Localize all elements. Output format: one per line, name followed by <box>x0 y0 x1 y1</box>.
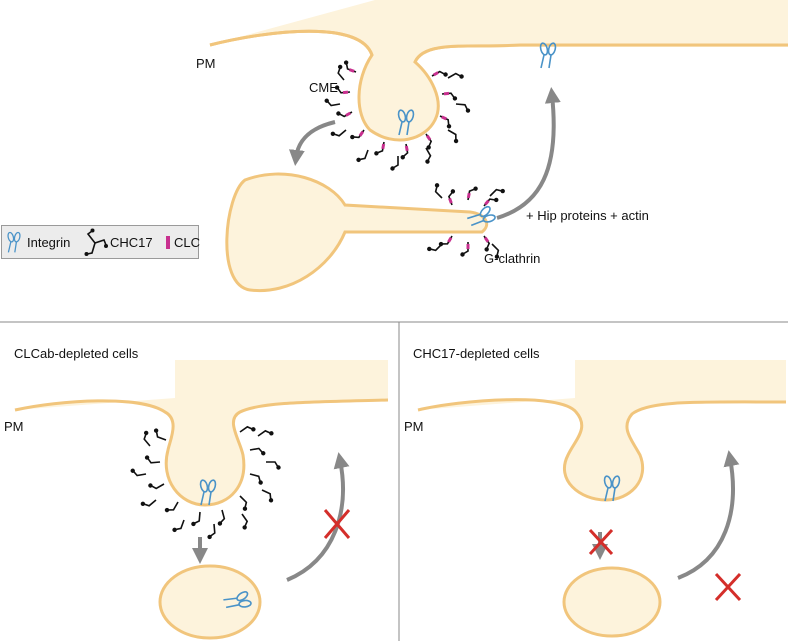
arrow-cme-to-tubule <box>288 120 336 166</box>
block-x-right-down <box>588 528 614 556</box>
legend-box: Integrin CHC17 CLC <box>1 225 201 259</box>
panel-left-title: CLCab-depleted cells <box>14 346 139 361</box>
pm-label-right: PM <box>404 419 424 434</box>
hip-proteins-label: + Hip proteins + actin <box>526 208 649 223</box>
plasma-membrane-left <box>14 360 389 507</box>
block-x-right <box>714 572 742 602</box>
integrin-icon <box>6 231 22 254</box>
arrow-recycling-left <box>286 452 350 582</box>
chc17-triskelion-icon <box>84 228 108 256</box>
legend-integrin-label: Integrin <box>27 235 71 250</box>
legend-chc17-label: CHC17 <box>110 235 153 250</box>
endosome-right <box>562 566 662 638</box>
g-clathrin-label: G-clathrin <box>484 251 541 266</box>
endosome-left <box>158 564 262 640</box>
arrow-recycling-right <box>677 450 740 580</box>
cme-label: CME <box>309 80 338 95</box>
tubular-endosome <box>225 172 489 293</box>
clc-bar-icon <box>166 236 170 249</box>
arrow-recycling-to-pm <box>496 87 561 220</box>
plasma-membrane-top <box>209 0 788 142</box>
pm-label-top: PM <box>196 56 216 71</box>
panel-right-title: CHC17-depleted cells <box>413 346 540 361</box>
block-x-left <box>323 509 351 539</box>
pm-label-left: PM <box>4 419 24 434</box>
legend-clc-label: CLC <box>174 235 201 250</box>
